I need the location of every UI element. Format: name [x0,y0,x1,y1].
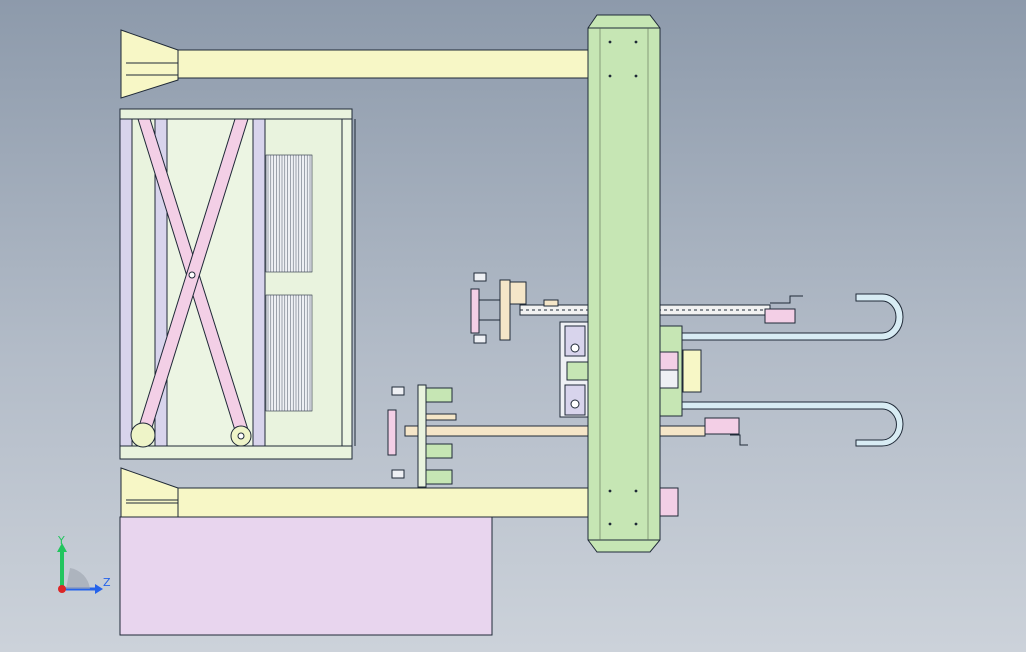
base-block [119,516,493,636]
upper-beam [120,29,589,99]
suction-gripper-upper [470,272,559,344]
origin-dot [58,585,66,593]
upper-rail [519,295,803,324]
sheet-stack-upper [265,154,313,273]
roller-left [130,422,156,448]
pivot-pin [188,271,196,279]
scissor-lift-frame [119,108,356,460]
sheet-stack-lower [265,294,313,412]
hose-upper [659,293,904,341]
y-axis-label: Y [57,534,65,547]
lower-beam [120,467,589,518]
sheet-stack-lower-lines [267,295,311,411]
column-bolts [608,40,638,526]
lower-rod [404,417,748,446]
sheet-stack-upper-lines [267,155,311,272]
hose-lower [659,401,904,447]
gripper-mechanism [559,321,591,418]
axis-triad: Y Z [57,534,111,594]
right-mount [654,325,702,517]
suction-gripper-lower [387,384,457,488]
main-column [587,14,661,553]
z-axis-label: Z [103,576,111,589]
